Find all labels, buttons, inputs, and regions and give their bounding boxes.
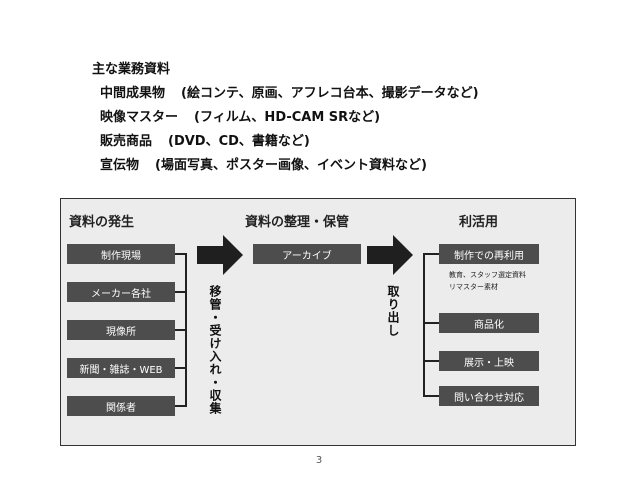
connector-bus xyxy=(423,253,425,397)
connector xyxy=(175,291,187,293)
connector xyxy=(423,322,439,324)
text-line-main: 中間成果物 xyxy=(100,86,166,101)
text-line-main: 映像マスター xyxy=(100,110,179,125)
col-title-origin: 資料の発生 xyxy=(69,215,135,230)
reuse-note: 教育、スタッフ選定資料 xyxy=(449,271,526,279)
right-arrow-icon xyxy=(367,235,413,275)
source-box: メーカー各社 xyxy=(67,282,175,302)
text-heading: 主な業務資料 xyxy=(92,62,171,77)
connector xyxy=(175,253,187,255)
text-line-detail: (場面写真、ポスター画像、イベント資料など) xyxy=(155,158,427,173)
reuse-note: リマスター素材 xyxy=(449,283,498,291)
connector-bus xyxy=(185,253,187,407)
connector xyxy=(423,253,439,255)
text-line-master: 映像マスター (フィルム、HD-CAM SRなど) xyxy=(100,106,479,130)
connector xyxy=(175,329,187,331)
intro-text: 主な業務資料 中間成果物 (絵コンテ、原画、アフレコ台本、撮影データなど) 映像マ… xyxy=(92,58,479,178)
usage-box: 制作での再利用 xyxy=(439,244,539,264)
text-line-intermediate: 中間成果物 (絵コンテ、原画、アフレコ台本、撮影データなど) xyxy=(100,82,479,106)
source-box: 関係者 xyxy=(67,396,175,416)
connector xyxy=(423,360,439,362)
usage-box: 商品化 xyxy=(439,313,539,333)
archive-flow-diagram: 資料の発生 資料の整理・保管 利活用 制作現場 メーカー各社 現像所 新聞・雑誌… xyxy=(60,198,576,446)
page-number: 3 xyxy=(315,455,323,466)
source-box: 新聞・雑誌・WEB xyxy=(67,358,175,378)
usage-box: 展示・上映 xyxy=(439,351,539,371)
right-arrow-icon xyxy=(197,235,243,275)
text-line-main: 販売商品 xyxy=(100,134,153,149)
text-line-detail: (絵コンテ、原画、アフレコ台本、撮影データなど) xyxy=(181,86,479,101)
text-line-main: 宣伝物 xyxy=(100,158,140,173)
connector xyxy=(175,367,187,369)
archive-box: アーカイブ xyxy=(253,244,361,264)
connector xyxy=(175,405,187,407)
usage-box: 問い合わせ対応 xyxy=(439,386,539,406)
connector xyxy=(423,395,439,397)
col-title-usage: 利活用 xyxy=(459,215,499,230)
arrow-label-transfer: 移管・受け入れ・収集 xyxy=(208,285,222,415)
text-line-detail: (DVD、CD、書籍など) xyxy=(168,134,310,149)
arrow-label-retrieval: 取り出し xyxy=(386,285,400,337)
text-line-promo: 宣伝物 (場面写真、ポスター画像、イベント資料など) xyxy=(100,154,479,178)
col-title-archive: 資料の整理・保管 xyxy=(245,215,350,230)
source-box: 制作現場 xyxy=(67,244,175,264)
source-box: 現像所 xyxy=(67,320,175,340)
text-line-products: 販売商品 (DVD、CD、書籍など) xyxy=(100,130,479,154)
text-line-detail: (フィルム、HD-CAM SRなど) xyxy=(194,110,381,125)
